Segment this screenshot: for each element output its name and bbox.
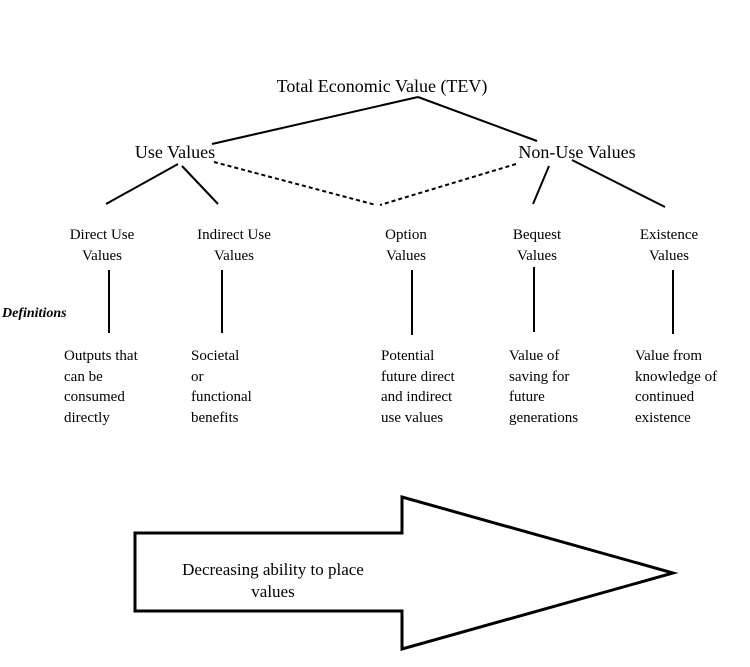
- edge-tev-use: [211, 96, 419, 145]
- category-bequest: Bequest Values: [512, 227, 562, 264]
- edge-tev-nonuse: [417, 96, 538, 142]
- edge-use-direct: [105, 163, 179, 205]
- category-indirect-use: Indirect Use Values: [197, 227, 271, 264]
- category-direct-use: Direct Use Values: [69, 227, 135, 264]
- decreasing-ability-arrow: [133, 495, 679, 651]
- edge-nonuse-option-dashed: [379, 163, 517, 206]
- category-option: Option Values: [385, 227, 427, 264]
- definitions-label: Definitions: [2, 306, 67, 321]
- non-use-values-label: Non-Use Values: [518, 142, 636, 162]
- tev-title: Total Economic Value (TEV): [276, 76, 488, 96]
- definition-bequest: Value of saving for future generations: [509, 348, 579, 426]
- edge-use-indirect: [181, 165, 219, 205]
- use-values-label: Use Values: [134, 142, 216, 162]
- edge-nonuse-existence: [571, 159, 666, 208]
- definition-indirect-use: Societal or functional benefits: [191, 348, 252, 426]
- arrow-label: Decreasing ability to place values: [182, 560, 364, 601]
- category-existence: Existence Values: [639, 227, 699, 264]
- definition-existence: Value from knowledge of continued existe…: [635, 348, 718, 426]
- definition-direct-use: Outputs that can be consumed directly: [64, 348, 138, 426]
- definition-option: Potential future direct and indirect use…: [381, 348, 455, 426]
- edge-use-option-dashed: [213, 161, 377, 206]
- edge-nonuse-bequest: [532, 165, 550, 205]
